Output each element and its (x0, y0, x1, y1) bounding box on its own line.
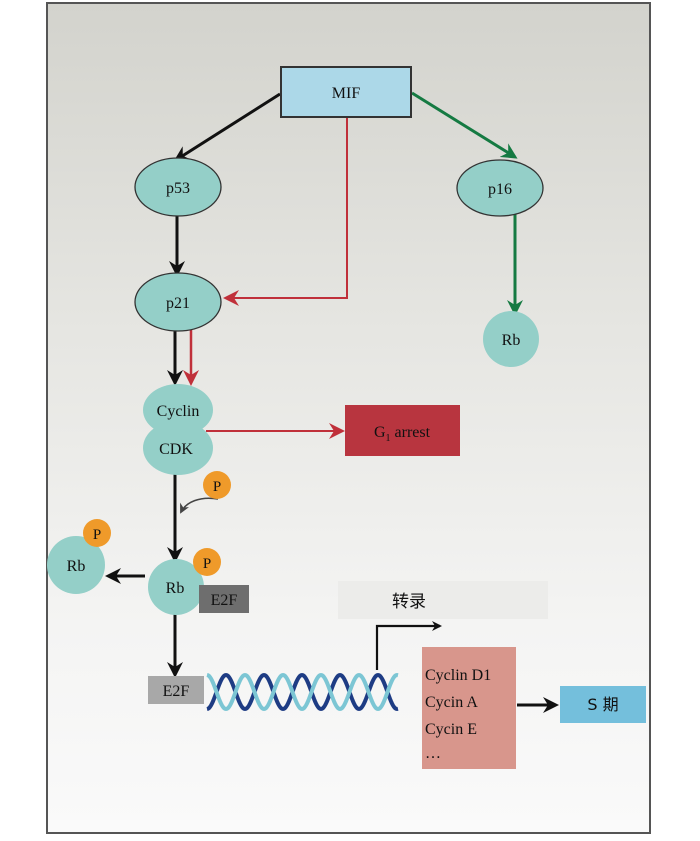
rb-center-phosphate-label: P (203, 556, 211, 572)
g1-arrest-node: G1 arrest (345, 405, 460, 456)
p53-node: p53 (134, 157, 222, 217)
rb-left-label: Rb (67, 558, 86, 575)
e2f-free-label: E2F (163, 683, 190, 700)
arrow-mif-to-p16 (411, 91, 518, 159)
gene-item: … (425, 745, 441, 762)
cyclin-label: Cyclin (157, 403, 200, 420)
rb-right-label: Rb (502, 332, 521, 349)
cdk-label: CDK (159, 441, 193, 458)
p21-label: p21 (166, 295, 190, 312)
rb-phosphorylated-released: Rb P (47, 519, 111, 594)
g1-arrest-label: G1 arrest (374, 424, 431, 444)
mif-node: MIF (280, 66, 412, 118)
e2f-bound-label: E2F (211, 592, 238, 609)
mif-label: MIF (332, 85, 361, 102)
p16-node: p16 (456, 159, 544, 217)
phosphate-free-label: P (213, 479, 221, 495)
gene-item: Cyclin D1 (425, 667, 491, 684)
gene-item: Cycin E (425, 721, 477, 738)
arrow-transcription-start (375, 621, 442, 670)
arrow-mif-to-p21 (223, 116, 348, 306)
rb-center-label: Rb (166, 580, 185, 597)
transcription-label: 转录 (392, 592, 426, 612)
dna-helix (206, 672, 399, 712)
p21-node: p21 (134, 272, 222, 332)
dna-strand-dark (206, 672, 399, 712)
e2f-free-node: E2F (148, 676, 204, 704)
s-phase-label: S 期 (587, 695, 618, 714)
dna-strand-light (206, 672, 399, 712)
p53-label: p53 (166, 180, 190, 197)
rb-node-p16-target: Rb (483, 311, 539, 367)
rb-left-phosphate-label: P (93, 527, 101, 543)
cyclin-cdk-complex: Cyclin CDK (143, 384, 213, 475)
s-phase-node: S 期 (560, 686, 646, 723)
transcription-label-box: 转录 (338, 581, 548, 619)
gene-item: Cycin A (425, 694, 478, 711)
target-genes-box: Cyclin D1 Cycin A Cycin E … (422, 647, 516, 769)
arrow-mif-to-p53 (173, 92, 281, 162)
arrow-phosphate-transfer (180, 497, 219, 514)
p16-label: p16 (488, 181, 512, 198)
rb-e2f-complex: Rb P E2F (148, 548, 249, 615)
phosphate-free: P (203, 471, 231, 499)
